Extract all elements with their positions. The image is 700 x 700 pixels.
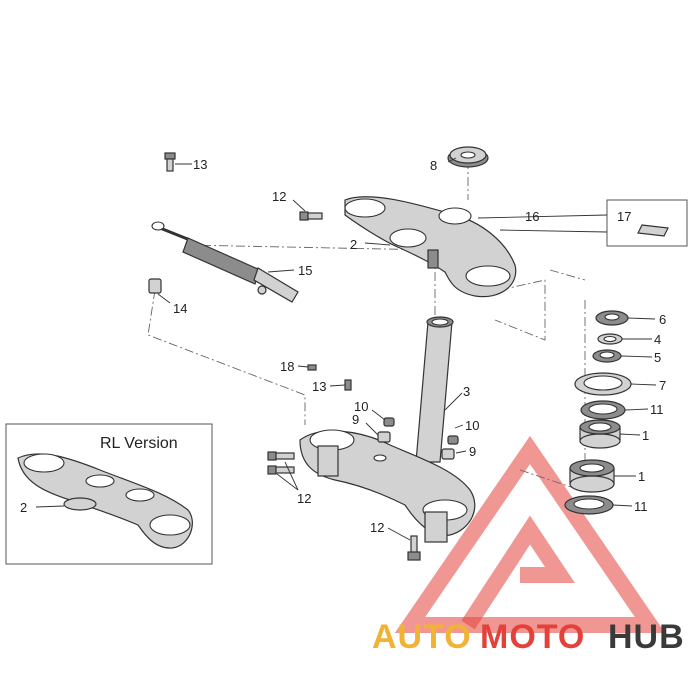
damper-bushing	[148, 278, 162, 294]
spacer-ring	[592, 349, 622, 363]
dust-seal-lower	[564, 495, 614, 515]
watermark-hub: HUB	[608, 618, 685, 656]
clamp-bolt	[299, 211, 323, 221]
callout-3: 3	[463, 384, 470, 399]
inset-frame	[5, 423, 213, 565]
callout-11-bottom: 11	[634, 499, 648, 514]
seal-ring	[574, 372, 632, 396]
spacer-right	[441, 448, 455, 460]
callout-10-right: 10	[465, 418, 479, 433]
callout-13-top: 13	[193, 157, 207, 172]
callout-17: 17	[617, 209, 631, 224]
callout-12-bottom: 12	[370, 520, 384, 535]
watermark-auto: AUTO	[372, 618, 472, 656]
callout-12-pair: 12	[297, 491, 311, 506]
top-triple-clamp	[344, 196, 517, 298]
bearing-lower	[569, 459, 615, 493]
callout-5: 5	[654, 350, 661, 365]
callout-9-left: 9	[352, 412, 359, 427]
callout-9-right: 9	[469, 444, 476, 459]
callout-10-left: 10	[354, 399, 368, 414]
bottom-bolt	[407, 535, 421, 561]
watermark-wordmark: AUTO MOTO HUB	[372, 618, 685, 656]
callout-15: 15	[298, 263, 312, 278]
dust-seal-upper	[580, 400, 626, 420]
pin-13	[344, 379, 352, 391]
cap-nut	[447, 146, 489, 168]
leader-lines	[157, 157, 657, 541]
callout-7: 7	[659, 378, 666, 393]
steering-damper	[151, 221, 299, 303]
callout-1-top: 1	[642, 428, 649, 443]
spacer-left	[377, 431, 391, 443]
lock-washer	[597, 333, 623, 345]
callout-18: 18	[280, 359, 294, 374]
decal-box	[477, 199, 688, 247]
pin-18	[307, 364, 317, 371]
callout-13-mid: 13	[312, 379, 326, 394]
watermark-logo	[394, 435, 666, 633]
callout-2-top: 2	[350, 237, 357, 252]
callout-16: 16	[525, 209, 539, 224]
callout-8: 8	[430, 158, 437, 173]
callout-1-bottom: 1	[638, 469, 645, 484]
callout-2-inset: 2	[20, 500, 27, 515]
steering-stem	[415, 316, 454, 463]
callout-14: 14	[173, 301, 187, 316]
callout-4: 4	[654, 332, 661, 347]
bearing-upper	[579, 419, 621, 449]
cap-left	[383, 417, 395, 427]
callout-11-top: 11	[650, 402, 664, 417]
adjuster-nut	[595, 310, 629, 326]
watermark-moto: MOTO	[480, 618, 585, 656]
inset-title: RL Version	[100, 435, 178, 452]
cap-right	[447, 435, 459, 445]
bottom-triple-clamp	[299, 429, 476, 543]
callout-6: 6	[659, 312, 666, 327]
callout-labels: 13 8 12 16 17 2 15 14 6 4 5 7 3 18 13 10…	[173, 157, 666, 535]
damper-bolt	[164, 152, 176, 172]
rl-version-inset: RL Version 2	[5, 423, 213, 565]
clamp-bolts-pair	[267, 451, 295, 475]
callout-12-top: 12	[272, 189, 286, 204]
